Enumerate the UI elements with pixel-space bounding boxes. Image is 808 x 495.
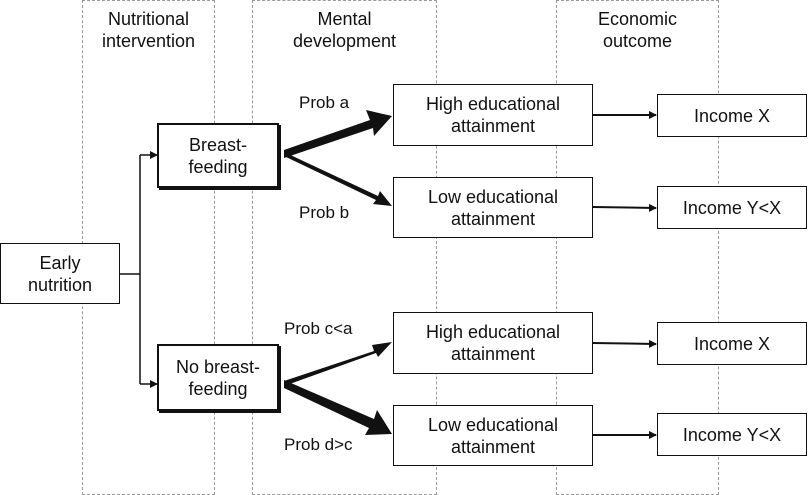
column-title-mental: Mental development bbox=[292, 9, 397, 51]
column-title-nutritional: Nutritional intervention bbox=[101, 9, 196, 51]
node-early-nutrition: Early nutrition bbox=[0, 243, 120, 304]
node-income-y-2: Income Y<X bbox=[657, 413, 807, 456]
node-income-x-2: Income X bbox=[657, 322, 807, 365]
node-income-x-1: Income X bbox=[657, 94, 807, 137]
node-high-education-1: High educational attainment bbox=[393, 84, 593, 146]
node-breastfeeding: Breast- feeding bbox=[157, 123, 279, 188]
node-income-y-1: Income Y<X bbox=[657, 186, 807, 229]
node-no-breastfeeding: No breast- feeding bbox=[157, 344, 279, 411]
label-prob-b: Prob b bbox=[299, 203, 350, 222]
arrow-prob-a bbox=[284, 110, 392, 158]
arrow-low1-to-income bbox=[592, 203, 657, 212]
node-low-education-1: Low educational attainment bbox=[393, 177, 593, 238]
node-high-education-2: High educational attainment bbox=[393, 312, 593, 374]
arrow-prob-c bbox=[284, 342, 392, 386]
arrow-prob-d bbox=[284, 380, 392, 435]
arrow-prob-b bbox=[284, 152, 392, 206]
node-low-education-2: Low educational attainment bbox=[393, 405, 593, 466]
arrow-high2-to-income bbox=[592, 339, 657, 348]
column-title-economic: Economic outcome bbox=[597, 9, 678, 51]
label-prob-a: Prob a bbox=[299, 93, 350, 112]
label-prob-c: Prob c<a bbox=[284, 319, 353, 338]
label-prob-d: Prob d>c bbox=[284, 435, 353, 454]
